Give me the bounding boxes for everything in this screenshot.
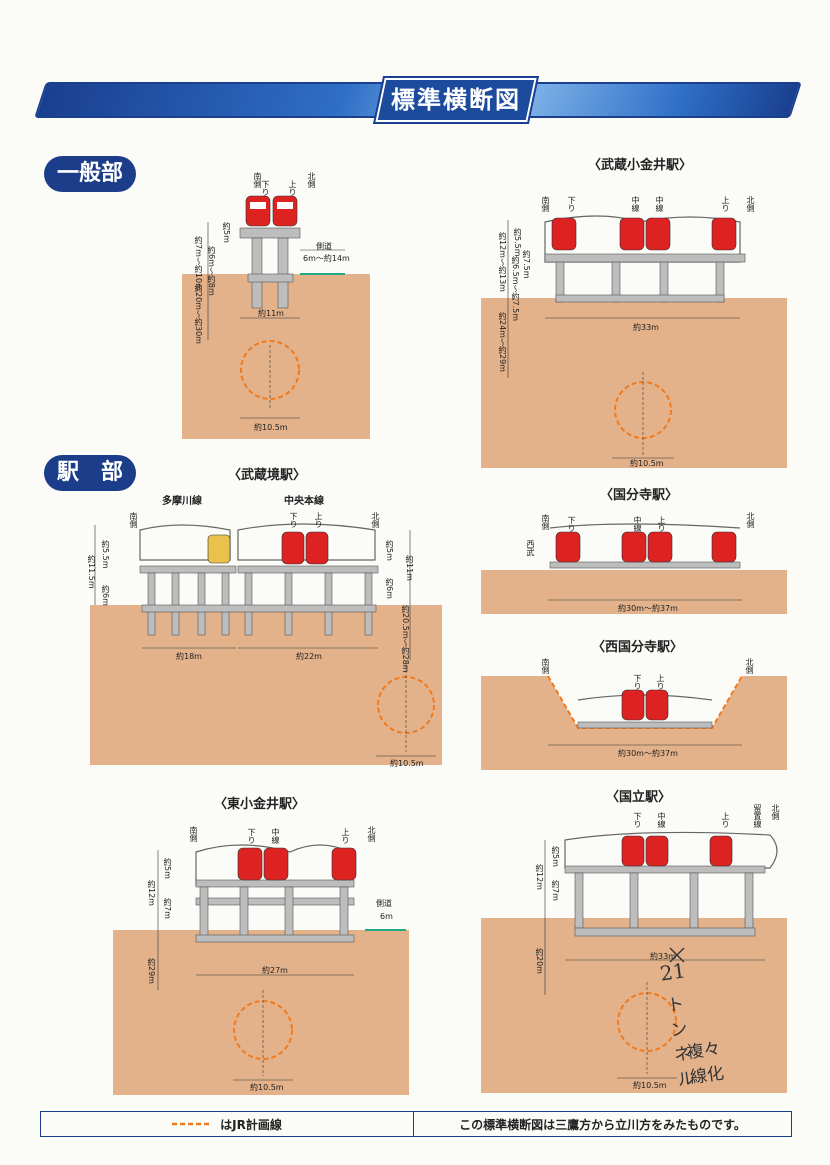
dim-height-4: 約5m <box>385 540 394 561</box>
dim-height-2: 約12m <box>147 880 156 906</box>
section-label-general: 一般部 <box>44 156 136 192</box>
dim-depth: 約24m〜約29m <box>498 312 507 372</box>
label-down: 下り <box>289 512 298 528</box>
label-chuo-2: 中線 <box>655 196 664 212</box>
dim-height-2: 約12m <box>535 864 544 890</box>
musashikoganei-title: 〈武蔵小金井駅〉 <box>588 158 693 173</box>
dim-width-2: 約22m <box>296 652 322 661</box>
label-tamagawa-line: 多摩川線 <box>162 496 202 507</box>
dim-width: 約30m〜約37m <box>618 604 678 613</box>
dim-height-1: 約5.5m <box>101 540 110 569</box>
dim-height-5: 約11m <box>405 555 414 581</box>
label-up: 上り <box>314 512 323 528</box>
label-north: 北側 <box>745 658 754 674</box>
dim-depth: 約20m <box>535 948 544 974</box>
dim-height-1: 約5m <box>222 222 231 243</box>
label-chuo: 中線 <box>657 812 666 828</box>
label-chuo: 中線 <box>633 516 642 532</box>
label-up: 上り <box>341 828 350 844</box>
label-sideroad: 側道 <box>376 899 392 908</box>
dim-height-2: 約11.5m <box>87 555 96 589</box>
label-down: 下り <box>633 674 642 690</box>
dim-height-1: 約5m <box>551 846 560 867</box>
plan-line-swatch <box>172 1122 213 1126</box>
musashisakai-title: 〈武蔵境駅〉 <box>228 468 307 483</box>
dim-height-4: 約6.5m〜約7.5m <box>511 256 520 322</box>
section-label-station: 駅 部 <box>44 455 136 491</box>
label-up: 上り <box>657 516 666 532</box>
label-north: 北側 <box>746 512 755 528</box>
kokubunji-title: 〈国分寺駅〉 <box>600 488 679 503</box>
dim-width: 約11m <box>258 309 284 318</box>
label-south: 南側 <box>541 514 550 530</box>
label-up: 上り <box>721 196 730 212</box>
kunitachi-title: 〈国立駅〉 <box>606 790 672 805</box>
footer-note: この標準横断図は三鷹方から立川方をみたものです。 <box>459 1117 746 1132</box>
handwritten-note-1: 21 <box>658 958 687 986</box>
label-up: 上り <box>656 674 665 690</box>
dim-height-3: 約7m <box>551 880 560 901</box>
label-north: 北側 <box>771 804 780 820</box>
label-sideroad: 側道 <box>316 242 332 251</box>
label-south: 南側 <box>541 658 550 674</box>
dim-width: 約33m <box>650 952 676 961</box>
dim-height-6: 約6m <box>385 578 394 599</box>
footer-bar: はJR計画線 この標準横断図は三鷹方から立川方をみたものです。 <box>40 1111 792 1137</box>
label-up: 上り <box>721 812 730 828</box>
label-north: 北側 <box>371 512 380 528</box>
dim-height-2: 約12m〜約13m <box>498 232 507 292</box>
dim-depth: 約29m <box>147 958 156 984</box>
label-chuo: 中線 <box>271 828 280 844</box>
label-chuo-line: 中央本線 <box>284 496 324 507</box>
dim-sideroad: 6m <box>380 912 393 921</box>
label-down: 下り <box>567 516 576 532</box>
label-south: 南側 <box>129 512 138 528</box>
label-seibu: 西武 <box>526 540 535 556</box>
dim-depth: 約20m〜約30m <box>194 284 203 344</box>
dim-tunnel: 約10.5m <box>630 459 664 468</box>
dim-tunnel: 約10.5m <box>254 423 288 432</box>
higashikoganei-title: 〈東小金井駅〉 <box>214 797 306 812</box>
label-up: 上り <box>288 180 297 196</box>
label-south: 南側 <box>541 196 550 212</box>
label-south: 南側 <box>253 172 262 188</box>
dim-width: 約27m <box>262 966 288 975</box>
label-down: 下り <box>633 812 642 828</box>
dim-tunnel: 約10.5m <box>390 759 424 768</box>
dim-height-3: 約6m〜約8m <box>207 246 216 296</box>
legend-text: はJR計画線 <box>220 1117 282 1132</box>
label-down: 下り <box>247 828 256 844</box>
dim-height-1: 約5m <box>163 858 172 879</box>
footer-legend: はJR計画線 <box>41 1112 414 1136</box>
dim-height-3: 約6m <box>101 585 110 606</box>
dim-width: 約33m <box>633 323 659 332</box>
dim-height-1: 約5.5m <box>513 228 522 257</box>
label-north: 北側 <box>367 826 376 842</box>
dim-tunnel: 約10.5m <box>250 1083 284 1092</box>
dim-width: 約30m〜約37m <box>618 749 678 758</box>
dim-height-3: 約7m <box>163 898 172 919</box>
dim-width-1: 約18m <box>176 652 202 661</box>
dim-depth: 約20.5m〜約28m <box>401 605 410 673</box>
label-chuo: 中線 <box>631 196 640 212</box>
dim-height-2: 約7m〜約10m <box>194 236 203 291</box>
label-down: 下り <box>567 196 576 212</box>
dim-height-3: 約7.5m <box>522 250 531 279</box>
handwritten-note-3: 複々線化 <box>685 1038 726 1089</box>
label-sidetrack: 留置線 <box>753 804 762 828</box>
label-south: 南側 <box>189 826 198 842</box>
nishikokubunji-title: 〈西国分寺駅〉 <box>592 640 684 655</box>
dim-tunnel: 約10.5m <box>633 1081 667 1090</box>
label-down: 下り <box>261 180 270 196</box>
dim-sideroad: 6m〜約14m <box>303 254 350 263</box>
label-north: 北側 <box>307 172 316 188</box>
label-north: 北側 <box>746 196 755 212</box>
